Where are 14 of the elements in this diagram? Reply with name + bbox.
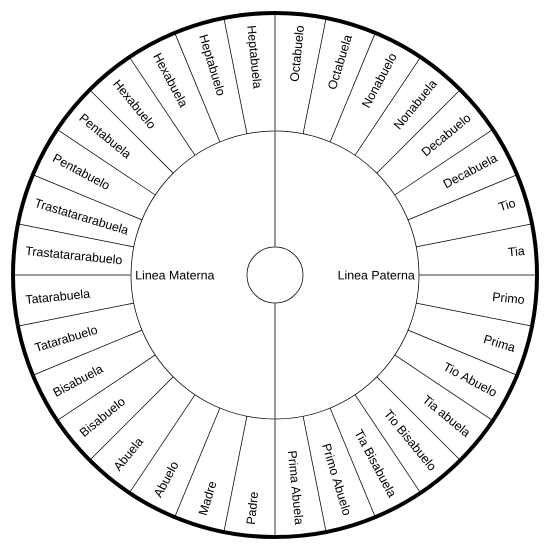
section-label: Linea Materna — [136, 270, 214, 280]
segment-label: Tio — [498, 200, 516, 210]
segment-label: Madre — [198, 482, 216, 516]
segment-label: Tatarabuela — [25, 289, 90, 304]
segment-label: Heptabuela — [246, 26, 262, 89]
segment-label: Primo Abuelo — [322, 444, 350, 516]
section-label: Linea Paterna — [338, 270, 415, 280]
segment-label: Prima Abuela — [288, 451, 304, 525]
segment-label: Octabuelo — [290, 26, 304, 82]
segment-label: Tia — [508, 246, 526, 256]
segment-label: Trastatararabuelo — [26, 246, 122, 264]
segment-label: Padre — [246, 492, 258, 524]
segment-label: Primo — [492, 292, 524, 304]
segment-label: Prima — [484, 334, 514, 352]
